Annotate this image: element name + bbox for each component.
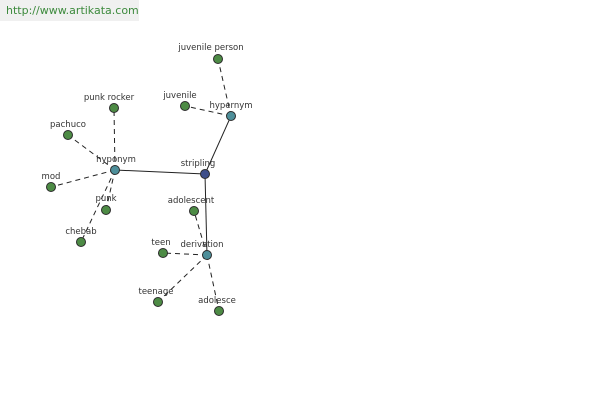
node-teen[interactable] <box>158 248 168 258</box>
node-label-juvenile-person: juvenile person <box>177 43 243 53</box>
node-adolescent[interactable] <box>189 206 199 216</box>
node-label-stripling: stripling <box>181 159 216 169</box>
node-label-pachuco: pachuco <box>50 120 86 130</box>
node-mod[interactable] <box>46 182 56 192</box>
url-link[interactable]: http://www.artikata.com <box>6 4 139 17</box>
node-juvenile-person[interactable] <box>213 54 223 64</box>
edges-layer <box>50 58 232 312</box>
edge-hyponym-punk-rocker <box>113 107 116 171</box>
node-label-derivation: derivation <box>180 240 223 250</box>
node-label-adolesce: adolesce <box>198 296 236 306</box>
edge-stripling-hypernym <box>204 115 232 175</box>
edge-hypernym-juvenile-person <box>217 58 232 117</box>
node-label-hyponym: hyponym <box>96 155 136 165</box>
node-label-teen: teen <box>151 238 170 248</box>
edge-hyponym-pachuco <box>67 134 116 171</box>
edge-hyponym-chebab <box>80 169 116 243</box>
url-banner: http://www.artikata.com <box>0 0 139 21</box>
node-label-punk-rocker: punk rocker <box>84 93 135 103</box>
node-pachuco[interactable] <box>63 130 73 140</box>
edge-hyponym-punk <box>105 169 116 211</box>
edge-derivation-teen <box>162 252 208 256</box>
node-label-hypernym: hypernym <box>209 101 252 111</box>
node-label-mod: mod <box>42 172 61 182</box>
node-stripling[interactable] <box>200 169 210 179</box>
node-label-juvenile: juvenile <box>162 91 196 101</box>
node-punk-rocker[interactable] <box>109 103 119 113</box>
node-teenager[interactable] <box>153 297 163 307</box>
node-label-punk: punk <box>95 194 116 204</box>
nodes-layer <box>46 54 236 316</box>
node-label-teenager: teenage <box>138 287 173 297</box>
edge-derivation-teenager <box>157 254 208 303</box>
edge-derivation-adolesce <box>206 254 220 312</box>
node-derivation[interactable] <box>202 250 212 260</box>
edge-hyponym-mod <box>50 169 116 188</box>
node-hyponym[interactable] <box>110 165 120 175</box>
node-juvenile[interactable] <box>180 101 190 111</box>
node-label-adolescent: adolescent <box>168 196 215 206</box>
node-label-chebab: chebab <box>65 227 96 237</box>
node-hypernym[interactable] <box>226 111 236 121</box>
edge-derivation-adolescent <box>193 210 208 256</box>
edge-stripling-derivation <box>204 173 208 256</box>
node-punk[interactable] <box>101 205 111 215</box>
edge-hypernym-juvenile <box>184 105 232 117</box>
edge-stripling-hyponym <box>114 169 206 175</box>
labels-layer: stripling hyponym hypernym derivation juveni… <box>42 43 253 306</box>
node-chebab[interactable] <box>76 237 86 247</box>
node-adolesce[interactable] <box>214 306 224 316</box>
